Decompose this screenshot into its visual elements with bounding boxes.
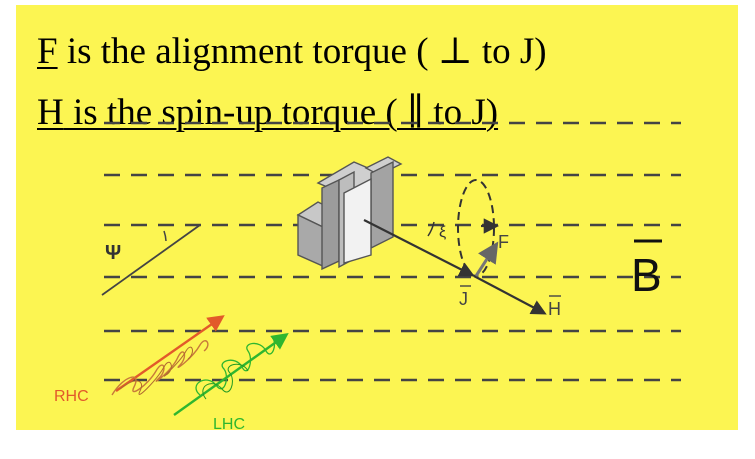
psi-angle: Ψ xyxy=(101,224,201,296)
xi-label: ξ xyxy=(439,224,446,241)
lhc-axis xyxy=(173,333,289,416)
caption-text-2: is the spin-up torque ( ∥ to J) xyxy=(63,92,499,133)
rhc-helix-2 xyxy=(119,346,193,395)
rhc-label: RHC xyxy=(54,388,89,405)
precession-cone xyxy=(457,179,495,277)
lhc-wave: LHC xyxy=(173,333,289,430)
rhc-axis xyxy=(115,315,225,392)
dust-grain xyxy=(296,156,403,271)
lhc-helix xyxy=(195,336,276,396)
B-label: B xyxy=(631,249,662,301)
psi-arc xyxy=(163,230,167,242)
xi-arc xyxy=(427,221,435,237)
H-label: H xyxy=(548,299,561,319)
F-label: F xyxy=(498,232,509,252)
grain-alignment-diagram: Ψ ξ F J H B xyxy=(54,121,681,430)
F-vector xyxy=(474,241,499,277)
rhc-wave: RHC xyxy=(54,315,225,405)
spin-up-torque-caption: H is the spin-up torque ( ∥ to J) xyxy=(37,94,498,131)
lhc-label: LHC xyxy=(213,416,245,430)
psi-line xyxy=(101,224,201,296)
alignment-torque-caption: F is the alignment torque ( ⊥ to J) xyxy=(37,33,547,70)
J-label: J xyxy=(459,289,468,309)
symbol-F: F xyxy=(37,31,58,72)
symbol-H: H xyxy=(37,92,64,133)
J-vector xyxy=(363,219,475,277)
H-vector xyxy=(473,275,547,315)
diagram-panel: F is the alignment torque ( ⊥ to J) H is… xyxy=(16,5,738,430)
psi-label: Ψ xyxy=(105,242,121,264)
lhc-helix-2 xyxy=(202,363,249,400)
caption-text-1: is the alignment torque ( ⊥ to J) xyxy=(57,31,547,72)
rhc-helix xyxy=(111,340,209,396)
